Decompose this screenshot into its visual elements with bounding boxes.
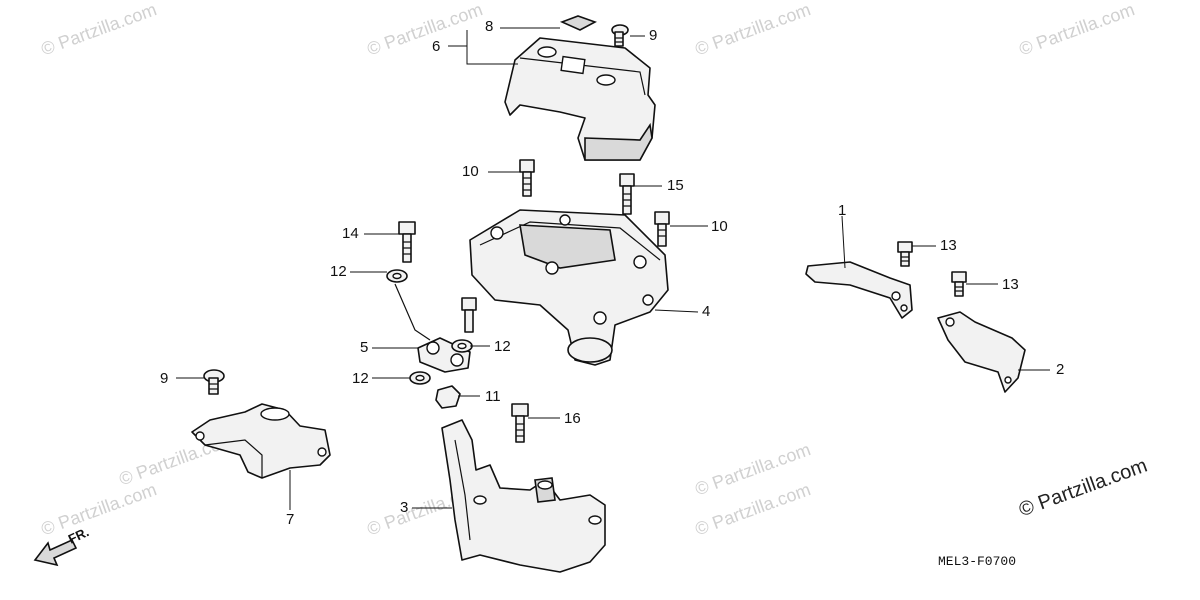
callout-label: 3	[400, 499, 409, 516]
leader-lines	[176, 27, 1050, 510]
callout-label: 13	[1002, 276, 1019, 293]
bolt-part-10-right	[654, 211, 670, 247]
callout-label: 8	[485, 18, 494, 35]
screw-part-9-lower	[203, 369, 225, 395]
callout-label: 14	[342, 225, 359, 242]
clamp-part-7	[191, 403, 331, 479]
callout-label: 12	[352, 370, 369, 387]
bracket-part-3	[441, 419, 606, 573]
bolt-part-13-lower	[951, 271, 967, 297]
bracket-part-1	[805, 261, 913, 319]
bolt-part-14	[398, 221, 416, 263]
washer-part-12-lower	[409, 371, 431, 385]
callout-label: 9	[649, 27, 658, 44]
callout-label: 10	[711, 218, 728, 235]
callout-label: 1	[838, 202, 847, 219]
bolt-part-15	[619, 173, 635, 215]
callout-label: 12	[330, 263, 347, 280]
callout-label: 15	[667, 177, 684, 194]
bolt-part-13-upper	[897, 241, 913, 267]
bolt-part-16	[511, 403, 529, 443]
screw-part-9-top	[611, 24, 629, 47]
washer-part-12-right	[451, 339, 473, 353]
callout-label: 16	[564, 410, 581, 427]
nut-part-11	[435, 385, 461, 409]
callout-label: 6	[432, 38, 441, 55]
callout-label: 4	[702, 303, 711, 320]
callout-label: 12	[494, 338, 511, 355]
bolt-under-body	[461, 297, 477, 333]
bracket-part-2	[937, 311, 1026, 393]
diagram-code: MEL3-F0700	[938, 554, 1017, 569]
ignition-body-part-4	[469, 209, 669, 366]
callout-label: 10	[462, 163, 479, 180]
callout-label: 7	[286, 511, 295, 528]
washer-part-12-upper	[386, 269, 408, 283]
callout-label: 13	[940, 237, 957, 254]
front-arrow-icon	[33, 538, 78, 567]
callout-label: 9	[160, 370, 169, 387]
bolt-part-10-top	[519, 159, 535, 197]
cover-part-6	[504, 37, 656, 161]
seal-part-8	[559, 15, 597, 31]
callout-label: 5	[360, 339, 369, 356]
callout-label: 2	[1056, 361, 1065, 378]
callout-label: 11	[485, 388, 501, 405]
